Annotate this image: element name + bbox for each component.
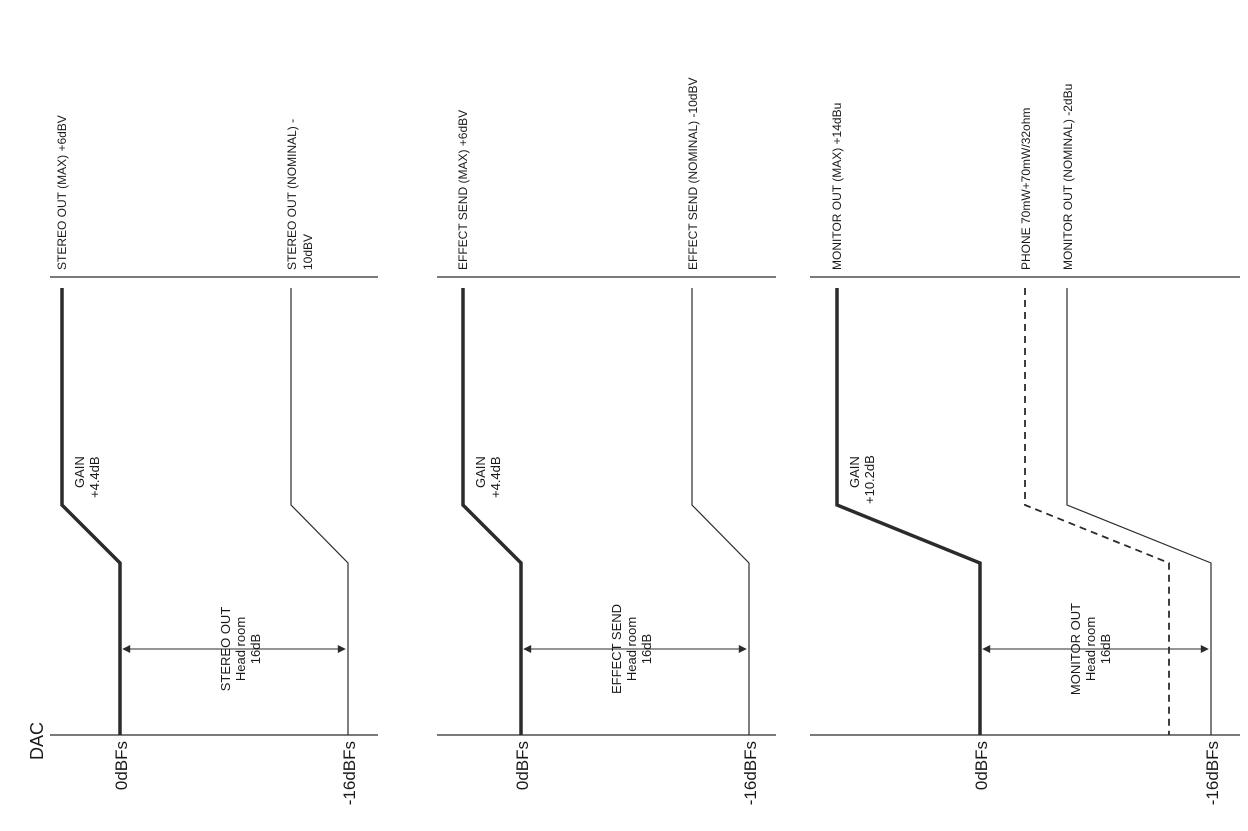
max-level-line	[835, 288, 982, 735]
axis-minus16dbfs-label: -16dBFs	[741, 741, 760, 805]
stereo-nominal-label-cont: 10dBV	[301, 234, 315, 270]
gain-label: GAIN	[847, 456, 862, 488]
nominal-level-line	[1066, 288, 1212, 735]
nominal-level-line	[691, 288, 750, 735]
headroom-subtitle-label: Head room	[1083, 617, 1098, 681]
axis-0dbfs-label: 0dBFs	[112, 741, 131, 790]
effect-nominal-label: EFFECT SEND (NOMINAL) -10dBV	[686, 78, 700, 270]
phone-level-label: PHONE 70mW+70mW/32ohm	[1019, 108, 1033, 270]
dac-label: DAC	[27, 722, 47, 760]
headroom-value-label: 16dB	[1098, 634, 1113, 664]
panel-effect-send: EFFECT SEND (MAX) +6dBV EFFECT SEND (NOM…	[437, 78, 776, 805]
axis-0dbfs-label: 0dBFs	[513, 741, 532, 790]
headroom-value-label: 16dB	[639, 634, 654, 664]
stereo-max-label: STEREO OUT (MAX) +6dBV	[55, 115, 69, 270]
axis-0dbfs-label: 0dBFs	[972, 741, 991, 790]
headroom-subtitle-label: Head room	[624, 617, 639, 681]
monitor-nominal-label: MONITOR OUT (NOMINAL) -2dBu	[1061, 84, 1075, 270]
headroom-title-label: STEREO OUT	[218, 607, 233, 692]
gain-label: GAIN	[72, 456, 87, 488]
gain-label: GAIN	[473, 456, 488, 488]
max-level-line	[461, 288, 523, 735]
gain-value-label: +4.4dB	[488, 456, 503, 498]
monitor-max-label: MONITOR OUT (MAX) +14dBu	[830, 103, 844, 270]
gain-value-label: +10.2dB	[862, 455, 877, 504]
headroom-title-label: MONITOR OUT	[1068, 603, 1083, 695]
stereo-nominal-label: STEREO OUT (NOMINAL) -	[285, 119, 299, 270]
max-level-line	[60, 288, 122, 735]
headroom-title-label: EFFECT SEND	[609, 604, 624, 694]
panel-monitor-out: MONITOR OUT (MAX) +14dBu PHONE 70mW+70mW…	[810, 84, 1240, 805]
axis-minus16dbfs-label: -16dBFs	[1203, 741, 1222, 805]
axis-minus16dbfs-label: -16dBFs	[340, 741, 359, 805]
headroom-subtitle-label: Head room	[233, 617, 248, 681]
headroom-value-label: 16dB	[248, 634, 263, 664]
gain-value-label: +4.4dB	[87, 456, 102, 498]
effect-max-label: EFFECT SEND (MAX) +6dBV	[456, 110, 470, 270]
panel-stereo-out: STEREO OUT (MAX) +6dBV STEREO OUT (NOMIN…	[50, 115, 378, 805]
nominal-level-line	[290, 288, 349, 735]
